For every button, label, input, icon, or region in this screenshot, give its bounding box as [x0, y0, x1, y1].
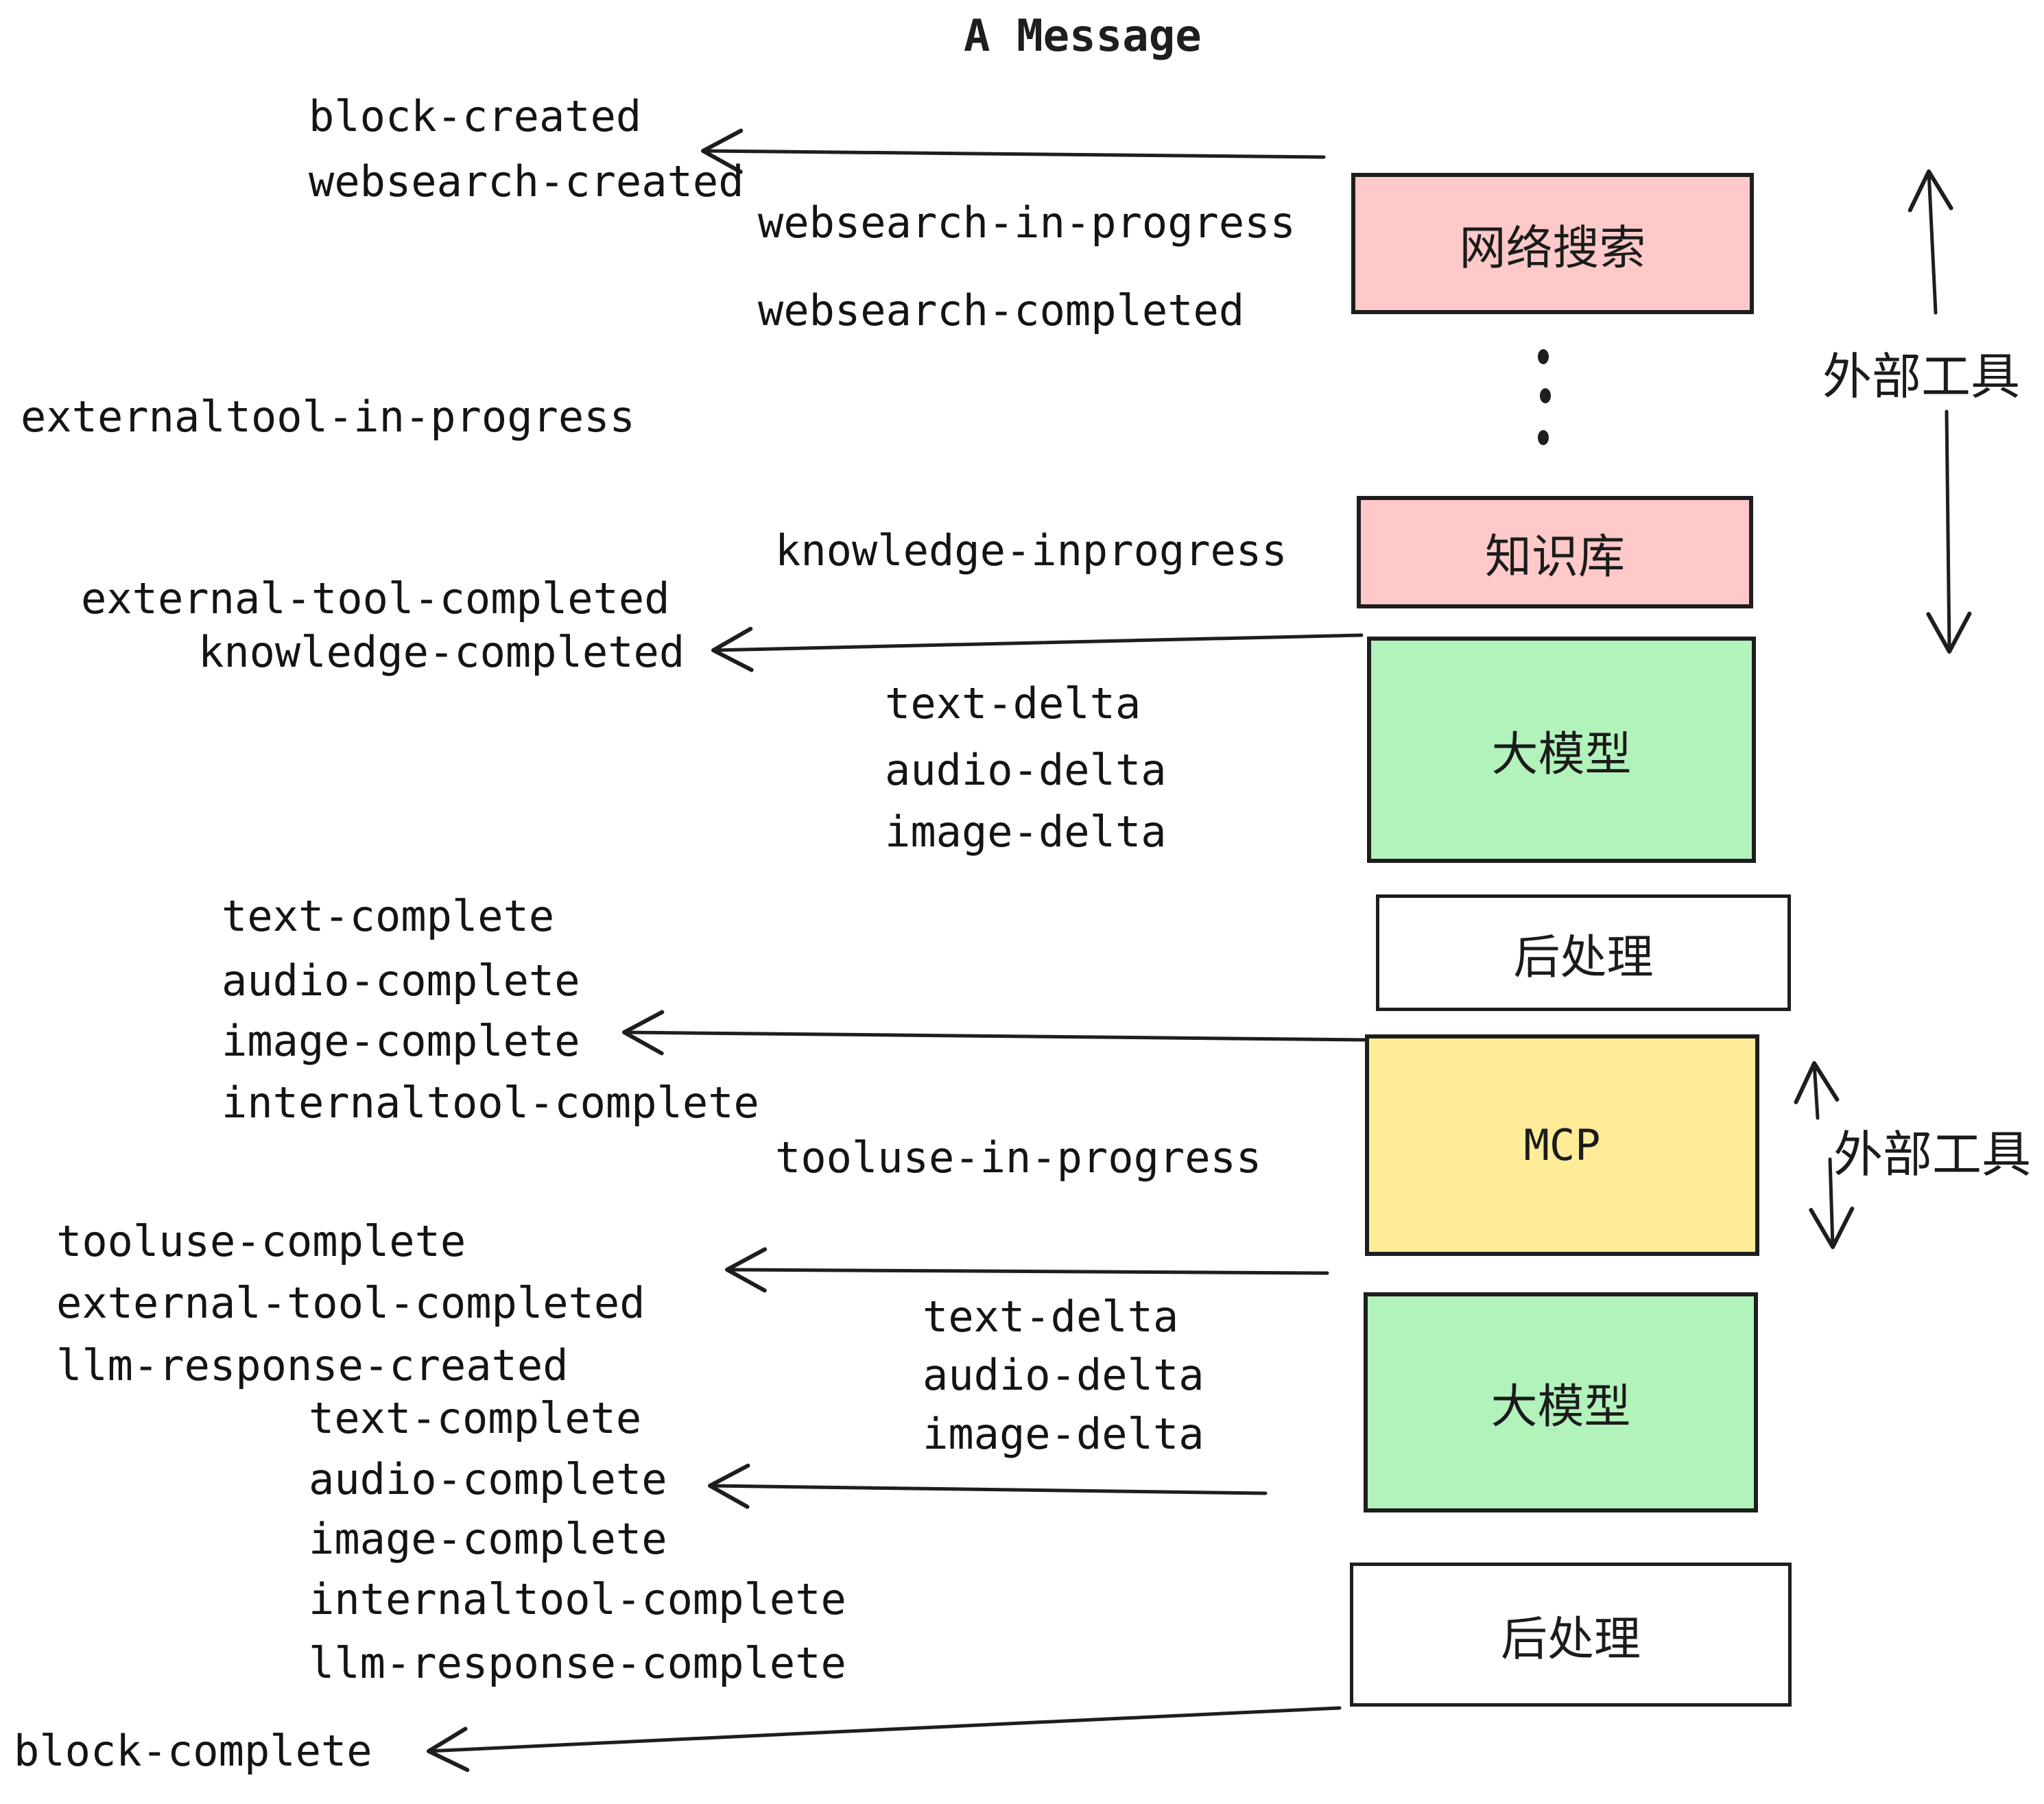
- event-websearch-completed: websearch-completed: [758, 285, 1245, 335]
- box-post-bottom: 后处理: [1350, 1563, 1792, 1707]
- box-llm-top-label: 大模型: [1491, 727, 1632, 782]
- external-tools-label-top: 外部工具: [1822, 348, 2021, 405]
- box-mcp-label: MCP: [1523, 1120, 1601, 1170]
- box-websearch: 网络搜索: [1351, 173, 1754, 314]
- arrow-complete-list-2: [708, 1463, 1268, 1509]
- event-tooluse-complete: tooluse-complete: [56, 1216, 466, 1266]
- event-llm-response-created: llm-response-created: [56, 1340, 569, 1390]
- event-knowledge-inprogress: knowledge-inprogress: [775, 525, 1287, 575]
- event-block-complete: block-complete: [14, 1726, 372, 1776]
- box-post-top: 后处理: [1376, 894, 1791, 1011]
- event-image-delta-2: image-delta: [923, 1409, 1204, 1459]
- event-image-delta-1: image-delta: [885, 807, 1167, 857]
- event-internaltool-complete-1: internaltool-complete: [222, 1078, 759, 1128]
- event-tooluse-in-progress: tooluse-in-progress: [775, 1132, 1262, 1183]
- box-knowledge: 知识库: [1357, 496, 1753, 608]
- event-websearch-created: websearch-created: [309, 156, 744, 206]
- event-text-complete-2: text-complete: [309, 1393, 642, 1443]
- arrow-external-up-1: [1908, 169, 1953, 315]
- box-mcp: MCP: [1365, 1034, 1759, 1256]
- box-websearch-label: 网络搜索: [1459, 221, 1646, 276]
- arrow-external-down-1: [1926, 410, 1972, 654]
- event-image-complete-2: image-complete: [309, 1514, 667, 1564]
- event-audio-complete-1: audio-complete: [222, 956, 580, 1006]
- event-audio-delta-1: audio-delta: [885, 745, 1167, 795]
- arrow-block-complete: [427, 1706, 1342, 1772]
- arrow-internal-complete-1: [622, 1010, 1368, 1056]
- event-text-delta-1: text-delta: [885, 678, 1141, 728]
- arrow-tooluse-complete: [725, 1247, 1329, 1293]
- event-image-complete-1: image-complete: [222, 1016, 580, 1066]
- event-block-created: block-created: [309, 91, 642, 141]
- event-llm-response-complete: llm-response-complete: [309, 1638, 846, 1688]
- ellipsis-dots: [1538, 349, 1551, 445]
- arrow-knowledge-completed: [711, 626, 1364, 672]
- event-text-complete-1: text-complete: [222, 891, 555, 941]
- event-websearch-in-progress: websearch-in-progress: [758, 198, 1296, 248]
- external-tools-label-bottom: 外部工具: [1833, 1126, 2032, 1183]
- box-llm-bottom-label: 大模型: [1490, 1380, 1631, 1434]
- box-llm-top: 大模型: [1367, 637, 1756, 863]
- event-external-tool-completed-2: external-tool-completed: [56, 1278, 645, 1328]
- box-knowledge-label: 知识库: [1484, 530, 1625, 584]
- box-llm-bottom: 大模型: [1364, 1292, 1758, 1512]
- arrow-external-up-2: [1794, 1061, 1840, 1120]
- event-text-delta-2: text-delta: [923, 1292, 1179, 1342]
- arrow-external-down-2: [1809, 1157, 1855, 1249]
- event-internaltool-complete-2: internaltool-complete: [309, 1574, 846, 1624]
- event-knowledge-completed: knowledge-completed: [198, 627, 685, 677]
- event-externaltool-in-progress: externaltool-in-progress: [21, 392, 635, 442]
- event-external-tool-completed-1: external-tool-completed: [81, 573, 670, 624]
- event-audio-delta-2: audio-delta: [923, 1350, 1204, 1400]
- arrow-websearch-created: [701, 128, 1326, 174]
- event-audio-complete-2: audio-complete: [309, 1454, 667, 1504]
- box-post-top-label: 后处理: [1513, 930, 1654, 985]
- box-post-bottom-label: 后处理: [1500, 1612, 1641, 1667]
- page-title: A Message: [964, 11, 1202, 62]
